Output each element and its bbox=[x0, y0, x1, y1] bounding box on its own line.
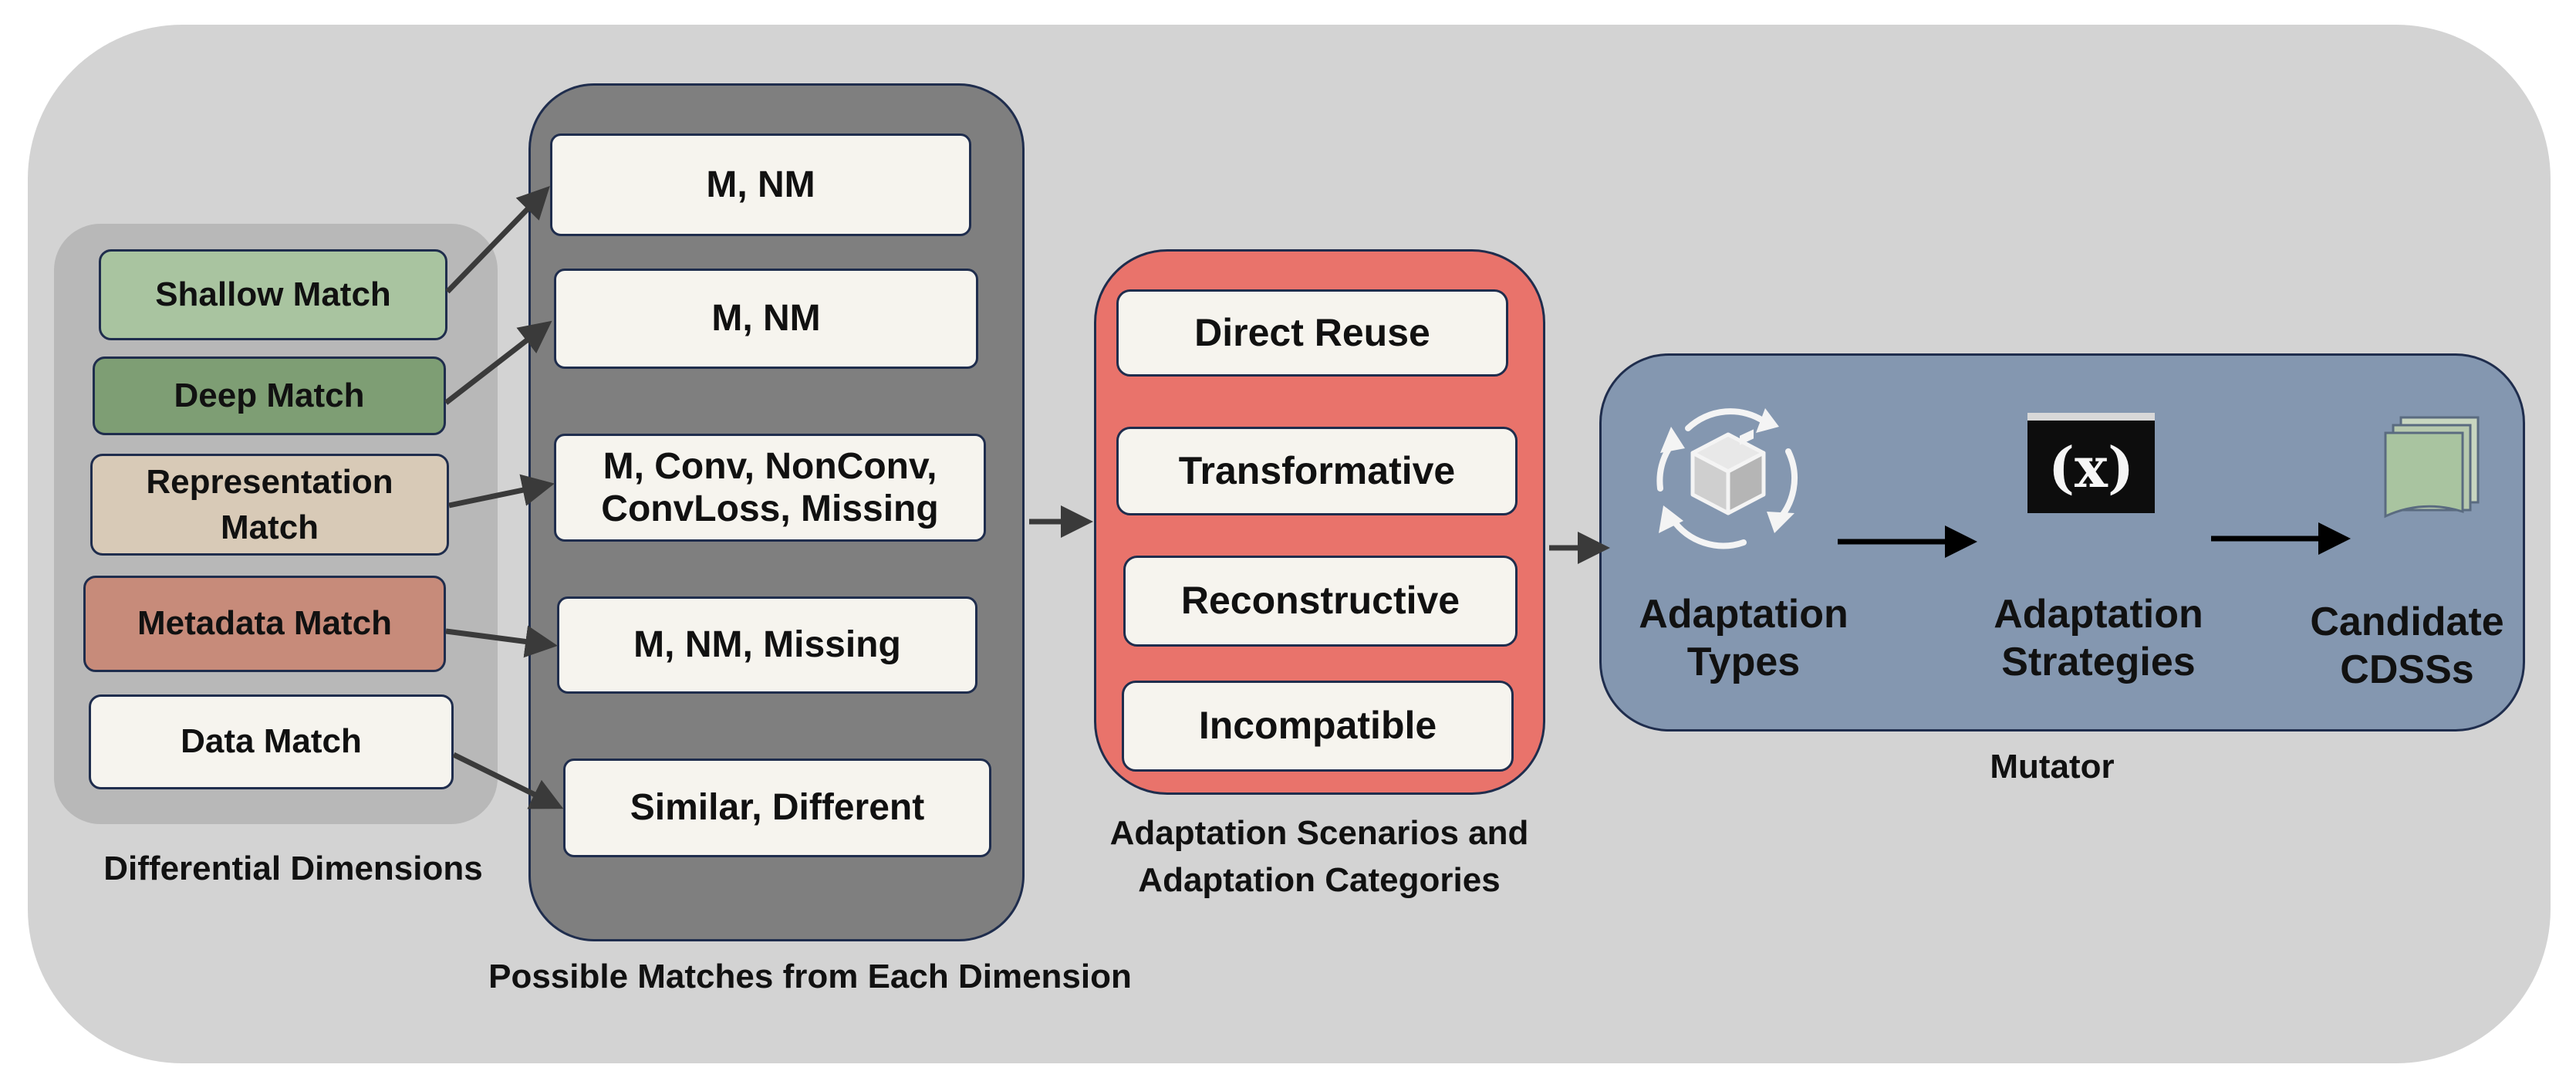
candidate-cdsss-line2: CDSSs bbox=[2340, 647, 2474, 693]
shallow-match-box: Shallow Match bbox=[99, 249, 447, 340]
match-box-metadata: M, NM, Missing bbox=[557, 596, 977, 694]
candidate-cdsss-label: Candidate CDSSs bbox=[2284, 598, 2530, 694]
representation-match-box: Representation Match bbox=[90, 454, 449, 556]
arrow-representation-to-match bbox=[448, 474, 555, 509]
match-box-shallow: M, NM bbox=[550, 133, 971, 236]
direct-reuse-box: Direct Reuse bbox=[1116, 289, 1508, 377]
document-stack-icon bbox=[2384, 416, 2480, 519]
data-match-box: Data Match bbox=[89, 694, 454, 789]
deep-match-box: Deep Match bbox=[93, 356, 446, 435]
adaptation-types-line1: Adaptation bbox=[1639, 592, 1848, 637]
function-x-icon: (x) bbox=[2027, 413, 2155, 513]
adaptation-types-label: Adaptation Types bbox=[1605, 590, 1882, 687]
arrow-metadata-to-match bbox=[445, 625, 558, 658]
differential-dimensions-caption: Differential Dimensions bbox=[103, 850, 483, 887]
scenarios-caption-line1: Adaptation Scenarios and bbox=[1109, 814, 1529, 852]
adaptation-strategies-line1: Adaptation bbox=[1994, 592, 2203, 637]
adaptation-strategies-line2: Strategies bbox=[2001, 640, 2196, 685]
scenarios-caption-line2: Adaptation Categories bbox=[1138, 860, 1501, 899]
match-box-deep: M, NM bbox=[554, 269, 978, 369]
candidate-cdsss-line1: Candidate bbox=[2310, 600, 2504, 644]
possible-matches-caption: Possible Matches from Each Dimension bbox=[488, 958, 1132, 995]
metadata-match-box: Metadata Match bbox=[83, 576, 446, 672]
adaptation-scenarios-caption: Adaptation Scenarios and Adaptation Cate… bbox=[1065, 813, 1574, 901]
package-cycle-icon bbox=[1656, 408, 1798, 549]
mutator-caption: Mutator bbox=[1990, 748, 2115, 786]
adaptation-strategies-label: Adaptation Strategies bbox=[1960, 590, 2237, 687]
transformative-box: Transformative bbox=[1116, 427, 1518, 515]
match-box-representation: M, Conv, NonConv, ConvLoss, Missing bbox=[554, 434, 986, 542]
arrow-deep-to-match bbox=[444, 320, 552, 405]
incompatible-box: Incompatible bbox=[1122, 681, 1514, 772]
arrow-shallow-to-match bbox=[445, 185, 550, 294]
function-x-text: (x) bbox=[2048, 434, 2135, 500]
match-box-data: Similar, Different bbox=[563, 759, 991, 857]
reconstructive-box: Reconstructive bbox=[1123, 556, 1518, 647]
arrow-data-to-match bbox=[452, 752, 564, 809]
representation-match-label: Representation Match bbox=[146, 462, 393, 546]
adaptation-types-line2: Types bbox=[1686, 640, 1801, 685]
